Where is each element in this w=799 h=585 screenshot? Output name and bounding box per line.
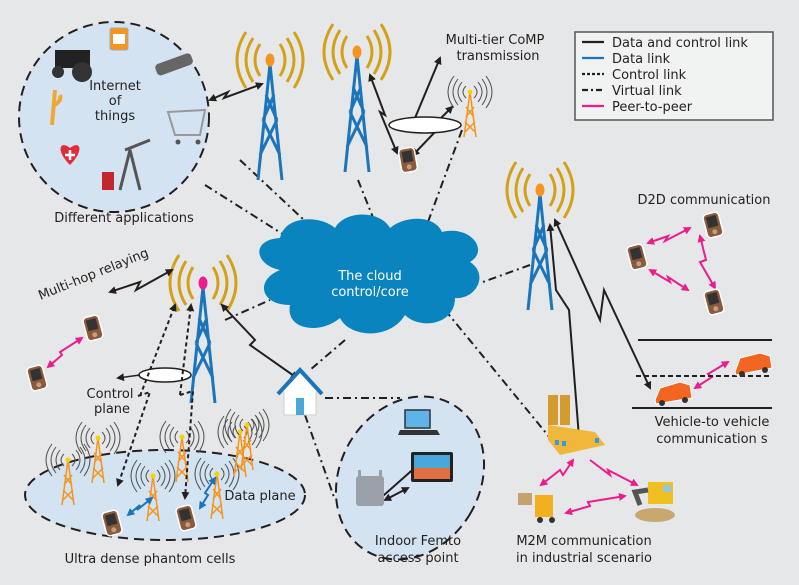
legend-label: Virtual link — [612, 84, 682, 99]
legend-item: Peer-to-peer — [582, 100, 693, 115]
m2m-label-line1: M2M communication — [516, 534, 651, 549]
health-heart-icon — [60, 145, 80, 165]
cloud-label-line2: control/core — [331, 285, 409, 300]
iot-label-line3: things — [95, 109, 135, 124]
legend-item: Data link — [582, 52, 671, 67]
legend-label: Control link — [612, 68, 687, 83]
phone-comp-icon — [397, 146, 419, 174]
cctv-camera-icon — [155, 53, 193, 76]
legend-item: Data and control link — [582, 36, 748, 51]
car-icon-1 — [654, 381, 693, 406]
link-iot-tower1 — [208, 82, 264, 102]
car-icon-2 — [734, 352, 773, 377]
legend-label: Data link — [612, 52, 671, 67]
cloud-core: The cloud control/core — [259, 214, 480, 334]
control-link-4 — [179, 303, 195, 396]
v2v-label-line2: communication s — [656, 432, 768, 447]
control-link-1 — [116, 390, 152, 487]
iot-label-line2: of — [109, 94, 122, 109]
d2d-label: D2D communication — [638, 193, 771, 208]
phone-relay-1-icon — [81, 313, 105, 343]
control-link-2 — [139, 303, 177, 397]
link-relay-tower — [108, 269, 174, 294]
control-plane-label-line2: plane — [94, 402, 130, 417]
medicine-bottle-icon — [109, 27, 129, 51]
p2p-relay — [46, 336, 84, 369]
laptop-icon — [398, 409, 440, 435]
wheat-icon — [50, 89, 63, 126]
tower-center-icon — [322, 23, 392, 173]
shopping-cart-icon — [166, 108, 207, 145]
link-femto-tablet — [383, 487, 410, 501]
control-plane-pointer — [116, 373, 141, 382]
legend-item: Virtual link — [582, 84, 682, 99]
phone-d2d-2-icon — [701, 210, 725, 240]
p2p-d2d-2-3 — [697, 234, 716, 290]
tablet-icon — [411, 452, 453, 482]
p2p-forklift-excavator — [564, 493, 627, 516]
iot-icons: Internet of things — [50, 27, 207, 191]
link-right-vehicle — [553, 218, 652, 390]
iot-label-line1: Internet — [89, 79, 141, 94]
legend-label: Data and control link — [612, 36, 748, 51]
tower-iot-icon — [235, 31, 305, 181]
cloud-label-line1: The cloud — [337, 269, 402, 284]
legend-item: Control link — [582, 68, 687, 83]
femto-access-point-icon — [356, 470, 384, 506]
femto-label-line2: access point — [377, 551, 458, 566]
comp-pointer-arrow — [414, 56, 442, 119]
home-icon — [276, 367, 324, 416]
control-plane-label-line1: Control — [87, 387, 134, 402]
data-plane-label: Data plane — [224, 489, 295, 504]
road — [632, 339, 772, 409]
p2p-d2d-1-2 — [646, 227, 692, 245]
data-link-1 — [126, 496, 154, 517]
excavator-icon — [631, 482, 675, 522]
oil-pump-icon — [102, 138, 151, 191]
p2p-factory-excavator — [589, 459, 639, 486]
p2p-d2d-1-3 — [648, 268, 690, 292]
control-link-3 — [179, 389, 195, 500]
phone-d2d-3-icon — [702, 287, 726, 317]
femto-label-line1: Indoor Femto — [375, 534, 461, 549]
tower-right-icon — [505, 161, 575, 311]
data-link-2 — [198, 476, 217, 510]
legend-label: Peer-to-peer — [612, 100, 693, 115]
forklift-icon — [518, 493, 555, 523]
phone-relay-2-icon — [25, 363, 49, 393]
virtual-link-cloud-home — [309, 339, 346, 371]
virtual-link-cloud-factory — [444, 309, 561, 451]
tractor-icon — [52, 50, 92, 82]
data-links — [126, 476, 217, 517]
ultra-dense-label: Ultra dense phantom cells — [65, 552, 236, 567]
peer-links — [46, 227, 730, 516]
phone-d2d-1-icon — [625, 242, 649, 272]
multihop-label: Multi-hop relaying — [36, 246, 151, 304]
virtual-link-home-dense — [304, 414, 336, 501]
link-tower2-phone — [368, 73, 399, 155]
virtual-link-right-cloud — [479, 264, 531, 284]
p2p-factory-forklift — [539, 458, 575, 487]
comp-ellipse — [388, 116, 462, 134]
control-links — [116, 303, 195, 500]
v2v-label-line1: Vehicle-to vehicle — [655, 415, 770, 430]
comp-label-line2: transmission — [456, 49, 539, 64]
factory-icon — [548, 395, 605, 455]
link-tower-home — [220, 303, 299, 380]
comp-label-line1: Multi-tier CoMP — [446, 33, 545, 48]
virtual-link-comp-cloud — [424, 129, 463, 231]
different-applications-label: Different applications — [54, 211, 194, 226]
m2m-label-line2: in industrial scenario — [516, 551, 652, 566]
